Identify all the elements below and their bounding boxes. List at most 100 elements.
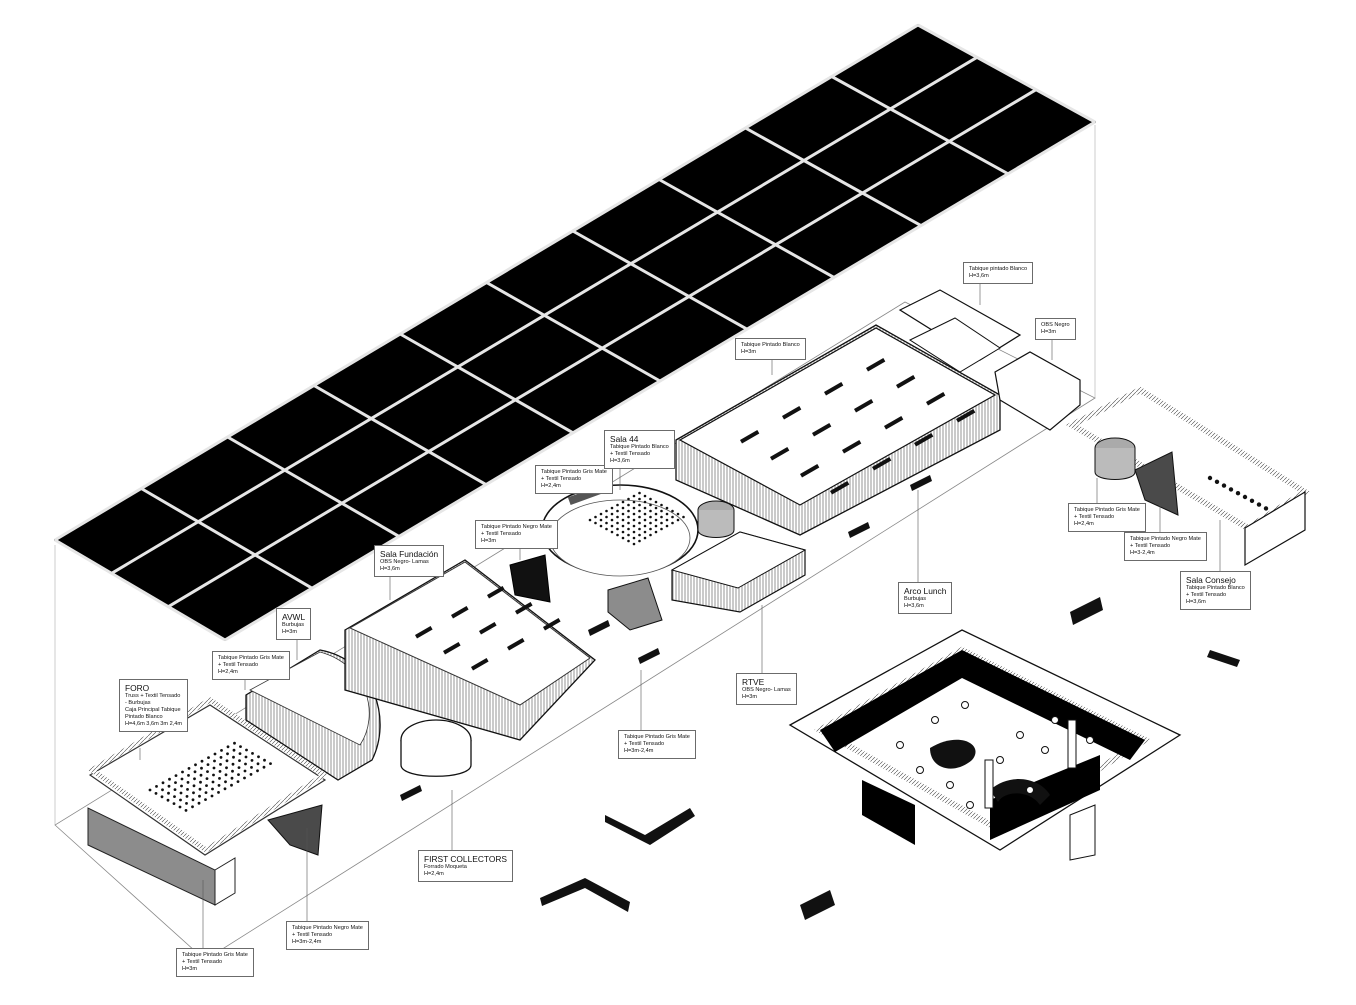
label-line: H=3m <box>182 966 198 972</box>
foro-seat <box>204 791 208 794</box>
foro-seat <box>231 769 234 773</box>
consejo-seat <box>1256 502 1262 507</box>
foro-seat <box>200 766 203 770</box>
lunch-table <box>865 358 886 372</box>
foro-seat <box>249 773 253 776</box>
sala-44-seat <box>638 521 641 525</box>
lunch-table <box>829 481 850 495</box>
fundacion-table <box>515 602 533 615</box>
foro-seat <box>213 752 217 756</box>
label-line: + Textil Tensado <box>1186 592 1227 598</box>
foro-seat <box>263 758 266 762</box>
foro-seat <box>219 756 223 759</box>
foro-seat <box>217 791 220 794</box>
first-collectors-wall <box>400 740 472 777</box>
foro-seat <box>236 780 240 783</box>
counter-3 <box>800 890 835 920</box>
sala-44-seat <box>660 527 663 531</box>
sala-44-seat <box>643 512 647 516</box>
consejo-cylinder-body <box>1094 448 1136 480</box>
sala-44-seat <box>649 503 652 507</box>
consejo-seat <box>1221 483 1227 488</box>
bench-1 <box>400 785 422 801</box>
foro-seat <box>269 762 272 765</box>
counter-1 <box>1070 597 1103 625</box>
foro-seat <box>161 781 165 785</box>
lunch-table <box>811 422 832 437</box>
label-line: H=3m <box>282 629 298 635</box>
sala-44-seat <box>627 521 630 525</box>
round-table <box>916 766 924 774</box>
label-line: Burbujas <box>904 596 927 602</box>
sala-44-seat <box>621 512 625 516</box>
foro-seat <box>231 762 235 766</box>
foro-seat <box>226 752 229 756</box>
foro-seat <box>174 781 177 784</box>
fundacion-table <box>471 658 489 671</box>
foro-seat <box>180 777 184 781</box>
sala-44-seat <box>638 509 641 513</box>
foro-seat <box>168 777 171 781</box>
lunch-table <box>769 446 790 461</box>
foro-seat <box>205 784 208 787</box>
sala-44-seat <box>621 500 625 504</box>
label-sala-consejo-title: Sala Consejo <box>1186 575 1236 585</box>
foro-seat <box>211 780 215 784</box>
label-line: + Textil Tensado <box>624 741 665 747</box>
sala-44-seat <box>665 512 669 516</box>
lunch-table <box>913 432 934 447</box>
round-table <box>1016 731 1024 739</box>
foro-seat <box>204 798 207 801</box>
rtve-stand <box>670 531 807 613</box>
ceiling-truss-beam <box>658 178 835 279</box>
label-line: Tabique Pintado Gris Mate <box>182 952 248 958</box>
sala-44-seat <box>616 509 619 513</box>
sala-44-seat <box>654 530 658 534</box>
foro-seat <box>191 798 195 802</box>
label-line: H=2,4m <box>541 483 561 489</box>
sala-44-seat <box>594 515 597 519</box>
label-line: H=3m <box>1041 329 1057 335</box>
foro-seat <box>218 770 222 773</box>
sala-44-seat <box>682 515 685 519</box>
label-tabique-blanco-top: Tabique pintado Blanco H=3,6m <box>963 262 1034 284</box>
label-sala-44-title: Sala 44 <box>610 434 639 444</box>
foro-seat <box>212 766 216 770</box>
foro-seat <box>174 774 178 777</box>
sala-44-stand <box>509 483 735 631</box>
label-line: H=3m-2,4m <box>624 748 654 754</box>
foro-seat <box>232 755 235 759</box>
lunch-table <box>853 398 874 413</box>
square-stand-tables <box>896 701 1094 809</box>
label-tabique-gris-foro: Tabique Pintado Gris Mate + Textil Tensa… <box>212 651 290 680</box>
foro-seat <box>193 777 196 781</box>
loose-elements <box>400 475 1240 920</box>
foro-seat <box>193 770 197 774</box>
sala-44-seat <box>616 527 619 531</box>
label-line: Burbujas <box>282 622 305 628</box>
round-table <box>1026 786 1034 794</box>
sala-44-seat <box>660 521 663 525</box>
fundacion-table <box>479 622 497 635</box>
foro-seat <box>237 766 241 769</box>
foro-seat <box>233 741 236 745</box>
sala-consejo-seating <box>1207 475 1269 511</box>
foro-seat <box>198 794 201 798</box>
label-line: H=3m <box>741 349 757 355</box>
label-sala-fundacion-title: Sala Fundación <box>380 549 439 559</box>
round-table <box>1041 746 1049 754</box>
round-table <box>961 701 969 709</box>
square-wall-back-right <box>962 650 1145 760</box>
foro-seat <box>223 787 227 791</box>
sala-44-seat <box>621 506 625 510</box>
sala-44-seat <box>654 518 658 522</box>
lunch-table <box>739 430 760 444</box>
sala-44-seat <box>627 515 630 519</box>
foro-seat <box>225 766 228 770</box>
consejo-seat <box>1249 498 1255 503</box>
consejo-dark-panel <box>1134 451 1179 516</box>
sala-44-seat <box>616 515 619 519</box>
label-foro-title: FORO <box>125 683 150 693</box>
sala-44-seat <box>627 527 630 531</box>
label-line: Tabique pintado Blanco <box>969 266 1028 272</box>
